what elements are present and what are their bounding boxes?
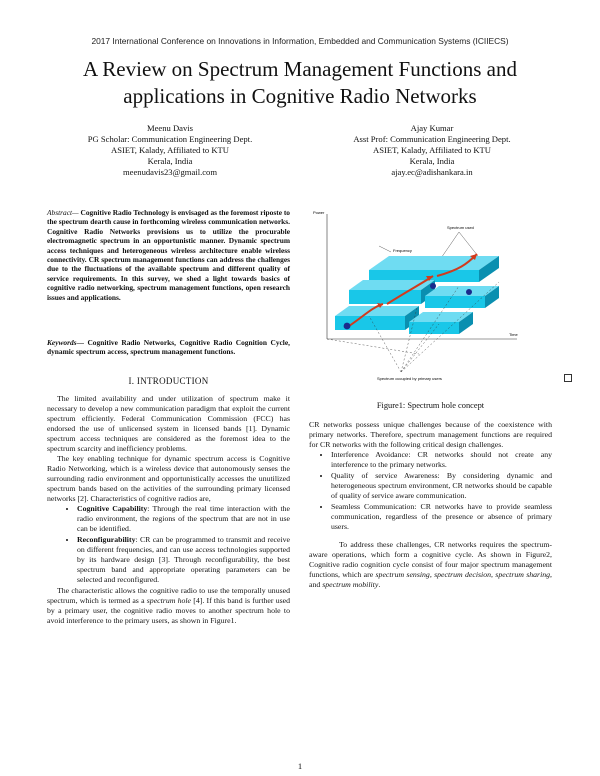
author-role: PG Scholar: Communication Engineering De…: [87, 134, 253, 144]
spectrum-used-label: Spectrum used: [447, 225, 474, 230]
author-institution: ASIET, Kalady, Affiliated to KTU: [373, 145, 491, 155]
keywords-lead: Keywords—: [47, 338, 84, 347]
power-label: Power: [313, 210, 325, 215]
paragraph: CR networks possess unique challenges be…: [309, 420, 552, 449]
challenges-list: Interference Avoidance: CR networks shou…: [309, 450, 552, 532]
separator: ,: [491, 570, 496, 579]
paragraph: To address these challenges, CR networks…: [309, 540, 552, 590]
intro-paragraph-1: The limited availability and under utili…: [47, 394, 290, 453]
list-item: Seamless Communication: CR networks have…: [331, 502, 552, 532]
author-name: Meenu Davis: [146, 123, 194, 133]
page-number: 1: [297, 761, 303, 771]
abstract-text: Cognitive Radio Technology is envisaged …: [47, 208, 290, 302]
hop-arrowhead: [377, 303, 383, 308]
figure-caption: Figure1: Spectrum hole concept: [376, 401, 485, 410]
checkbox-glyph: [564, 374, 572, 382]
time-label: Time: [509, 332, 519, 337]
time-axis: [326, 338, 420, 355]
hop-arrowhead: [470, 254, 477, 260]
characteristics-list: Cognitive Capability: Through the real t…: [47, 504, 290, 585]
list-item: Cognitive Capability: Through the real t…: [77, 504, 290, 534]
list-item: Quality of service Awareness: By conside…: [331, 471, 552, 501]
introduction-body: The limited availability and under utili…: [47, 394, 290, 626]
bullet-text: : CR can be programmed to transmit and r…: [77, 535, 290, 584]
keywords: Keywords— Cognitive Radio Networks, Cogn…: [47, 338, 290, 357]
function-term: spectrum decision: [434, 570, 492, 579]
author-block-1: Meenu Davis PG Scholar: Communication En…: [70, 123, 270, 178]
paper-title: A Review on Spectrum Management Function…: [83, 57, 517, 108]
author-institution: ASIET, Kalady, Affiliated to KTU: [111, 145, 229, 155]
author-block-2: Ajay Kumar Asst Prof: Communication Engi…: [332, 123, 532, 178]
author-location: Kerala, India: [409, 156, 455, 166]
author-email: ajay.ec@adishankara.in: [391, 167, 473, 177]
abstract: Abstract— Cognitive Radio Technology is …: [47, 208, 290, 302]
pointer-line: [378, 245, 392, 253]
holes-label: Spectrum occupied by primary users: [377, 376, 442, 381]
paragraph-text: [4]. If this band is further used by a p…: [47, 596, 290, 625]
bullet-label: Cognitive Capability: [77, 504, 148, 513]
paragraph-text: The characteristic allows the cognitive …: [47, 586, 290, 605]
separator: , and: [309, 570, 552, 589]
function-term: spectrum sharing: [495, 570, 551, 579]
conference-header: 2017 International Conference on Innovat…: [91, 36, 509, 46]
primary-user-blocks: [335, 256, 499, 334]
list-item: Interference Avoidance: CR networks shou…: [331, 450, 552, 470]
intro-paragraph-3: The characteristic allows the cognitive …: [47, 586, 290, 626]
hop-arrowhead: [426, 276, 433, 281]
separator: ,: [429, 570, 435, 579]
author-name: Ajay Kumar: [410, 123, 454, 133]
author-role: Asst Prof: Communication Engineering Dep…: [353, 134, 511, 144]
section-heading: I. INTRODUCTION: [128, 376, 209, 386]
function-term: spectrum mobility: [322, 580, 379, 589]
author-location: Kerala, India: [147, 156, 193, 166]
user-node: [430, 283, 436, 289]
user-node: [466, 289, 472, 295]
spectrum-hole-figure: Power Time Frequency Spectrum used: [313, 210, 519, 381]
emphasis-term: spectrum hole: [146, 596, 192, 605]
intro-paragraph-2: The key enabling technique for dynamic s…: [47, 454, 290, 503]
right-column-body: CR networks possess unique challenges be…: [309, 420, 552, 590]
hole-pointers: [368, 281, 500, 373]
user-node: [343, 322, 351, 330]
bullet-text: : Through the real time interaction with…: [77, 504, 290, 533]
function-term: spectrum sensing: [375, 570, 430, 579]
frequency-label: Frequency: [393, 248, 412, 253]
list-item: Reconfigurability: CR can be programmed …: [77, 535, 290, 585]
author-email: meenudavis23@gmail.com: [122, 167, 218, 177]
paragraph-text: To address these challenges, CR networks…: [309, 540, 552, 579]
abstract-lead: Abstract—: [47, 208, 79, 217]
separator: .: [378, 580, 381, 589]
keywords-text: Cognitive Radio Networks, Cognitive Radi…: [47, 338, 290, 357]
bullet-label: Reconfigurability: [77, 535, 136, 544]
